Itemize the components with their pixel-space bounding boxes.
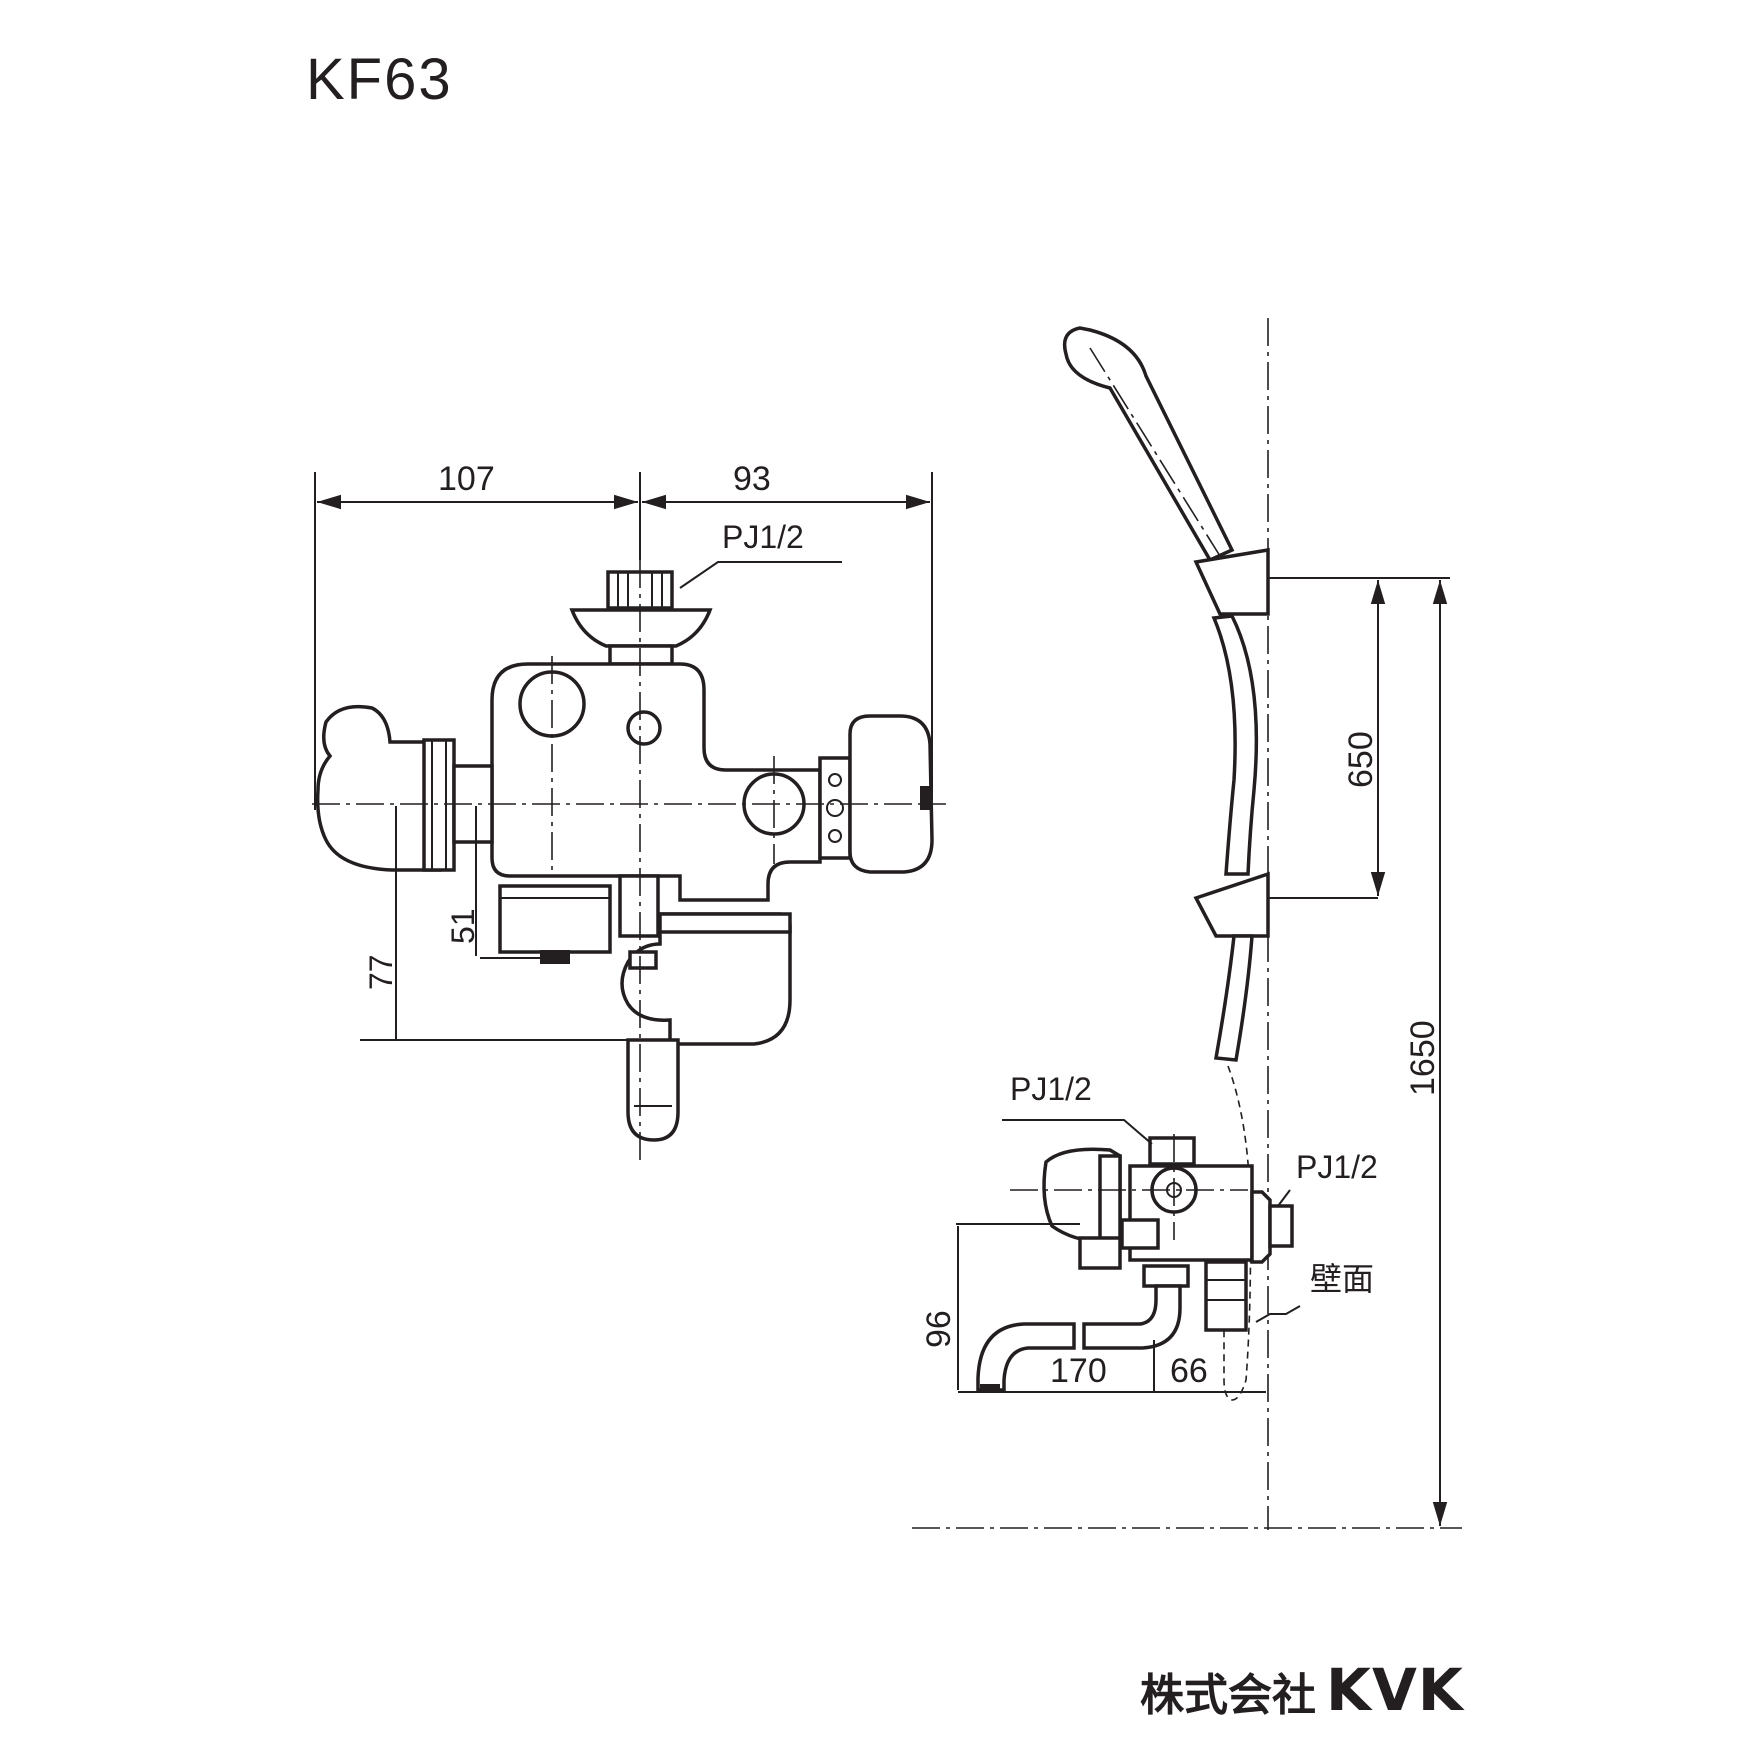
dim-label-107: 107 bbox=[438, 460, 495, 498]
logo-company: 株式会社 bbox=[1140, 1670, 1316, 1721]
left-handle-ring bbox=[422, 738, 456, 872]
holder-upper bbox=[1193, 547, 1270, 616]
wall-inlet-thread bbox=[1268, 1204, 1294, 1248]
wall-label: 壁面 bbox=[1310, 1261, 1374, 1297]
left-handle bbox=[315, 704, 442, 872]
dim-label-170: 170 bbox=[1050, 1352, 1107, 1390]
shower-hose-upper bbox=[1211, 614, 1259, 876]
dim-label-77: 77 bbox=[363, 954, 399, 990]
thread-label-side-top: PJ1/2 bbox=[1010, 1071, 1092, 1107]
thread-leader bbox=[679, 561, 842, 589]
spout-down bbox=[626, 1038, 680, 1142]
front-view: 107 93 PJ1/2 bbox=[312, 460, 946, 1160]
side-spout-front bbox=[976, 1322, 1076, 1392]
dim-label-51: 51 bbox=[445, 908, 481, 944]
lower-cartridge bbox=[498, 884, 612, 954]
holder-lower bbox=[1193, 871, 1270, 938]
thread-label-wall: PJ1/2 bbox=[1296, 1149, 1378, 1185]
dim-label-96: 96 bbox=[920, 1310, 958, 1348]
thread-label-top: PJ1/2 bbox=[722, 519, 804, 555]
dim-label-93: 93 bbox=[733, 460, 771, 498]
shower-hose-lower bbox=[1213, 934, 1254, 1062]
top-inlet-side bbox=[1148, 1136, 1196, 1166]
body-boss-center bbox=[626, 710, 662, 746]
logo-brand: KVK bbox=[1326, 1656, 1464, 1724]
top-inlet-flange bbox=[569, 608, 713, 648]
dim-label-1650: 1650 bbox=[1404, 1020, 1442, 1096]
dim-label-66: 66 bbox=[1170, 1352, 1208, 1390]
model-title: KF63 bbox=[306, 47, 453, 112]
side-spout-rear bbox=[1082, 1284, 1182, 1350]
shower-head bbox=[1062, 326, 1235, 563]
dim-label-650: 650 bbox=[1342, 731, 1380, 788]
side-view: 650 1650 PJ1/2 PJ1/2 bbox=[912, 318, 1462, 1530]
lower-stem bbox=[1204, 1260, 1248, 1332]
right-handle bbox=[848, 714, 934, 874]
